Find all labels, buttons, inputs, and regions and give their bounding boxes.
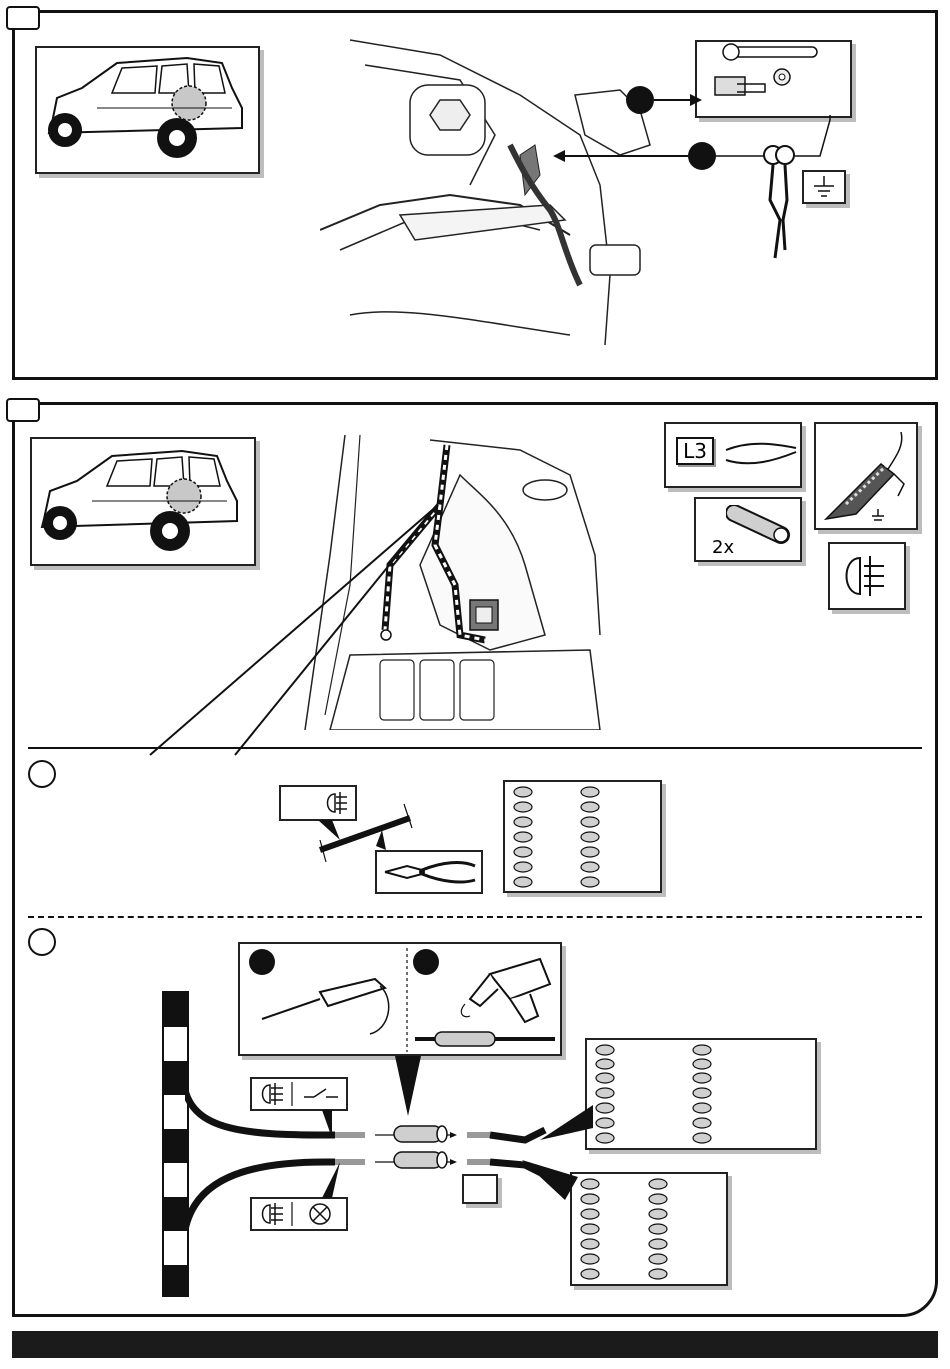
footer-bar [12,1331,938,1358]
step-2-divider [28,747,922,749]
splice-sleeves [390,1123,450,1173]
bulb-icon [310,1204,330,1224]
heat-shrink-sleeve-icon [726,505,796,545]
step-1-number-tab [6,6,40,30]
sub-step-2-marker [28,928,56,956]
car-side-view-icon [37,48,258,172]
sleeve-quantity: 2x [712,537,734,558]
switch-icon [304,1089,338,1097]
rear-fog-lamp-icon [830,544,904,608]
sub-step-1-marker [28,760,56,788]
legend-3-pointer [520,1155,580,1205]
rear-fog-lamp-icon [263,1203,284,1225]
cable-icon [721,438,801,478]
rear-fog-lamp-icon [263,1083,284,1105]
vehicle-location-card [35,46,260,174]
fog-switch-wire-label [250,1077,348,1111]
wire-color-legend-2 [585,1038,817,1150]
fog-lamp-symbol-card [828,542,906,610]
bulb-label-pointer [318,1160,348,1200]
ratchet-wrench-icon [723,44,817,60]
legend-2-pointer [538,1100,598,1145]
color-swatch-grid [587,1040,815,1148]
fog-bulb-wire-label [250,1197,348,1231]
connector-tag: L3 [676,437,714,465]
wire-stripper-icon [377,852,481,892]
screwdriver-icon [262,979,389,1034]
ground-symbol-card [802,170,846,204]
wire-color-legend-3 [570,1172,728,1286]
switch-label-pointer [318,1110,338,1140]
wire-color-legend-1 [503,780,662,893]
voltage-tester-icon [816,424,916,528]
zoom-lines [140,500,450,760]
color-swatch-grid [572,1174,726,1284]
ground-symbol-icon [804,172,844,202]
heat-gun-icon [415,959,555,1046]
voltage-tester-card [814,422,918,530]
ground-eyelet-wire [755,140,805,260]
sub-step-divider [28,916,922,918]
color-swatch-grid [505,782,660,891]
wire-stripper-card [375,850,483,894]
step-2-number-tab [6,398,40,422]
empty-marker-box [462,1174,498,1204]
tools-card [238,942,562,1056]
heat-shrink-sleeves-card: 2x [694,497,802,562]
connector-card: L3 [664,422,802,488]
